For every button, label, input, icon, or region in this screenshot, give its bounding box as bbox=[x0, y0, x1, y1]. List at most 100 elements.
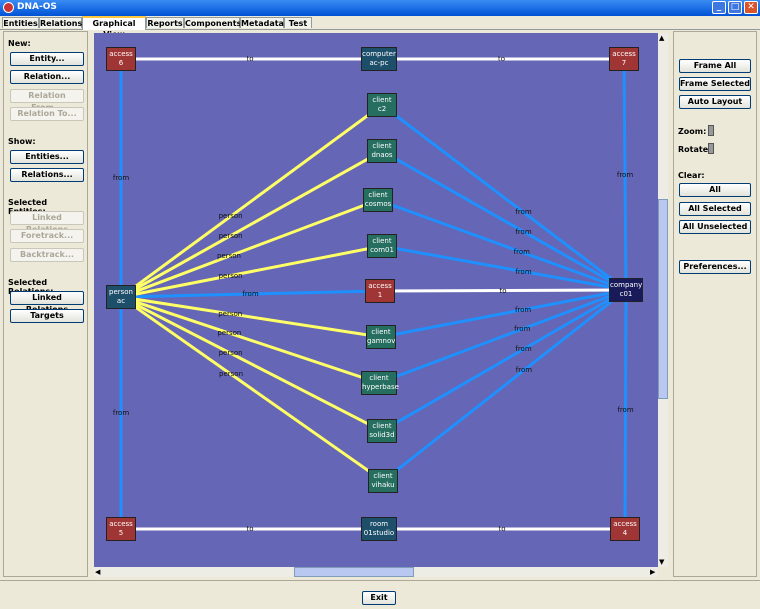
frame-all-button[interactable]: Frame All bbox=[679, 59, 751, 73]
selected-linked-relations-button[interactable]: Linked Relations bbox=[10, 291, 84, 314]
new-relation-button[interactable]: Relation... bbox=[10, 70, 84, 84]
app-icon bbox=[3, 2, 14, 13]
edge-company-access7[interactable] bbox=[622, 57, 628, 292]
frame-selected-button[interactable]: Frame Selected bbox=[679, 77, 751, 91]
edge-label: from bbox=[515, 208, 532, 217]
node-name-label: 4 bbox=[622, 529, 628, 537]
edge-label: to bbox=[498, 525, 506, 533]
minimize-button[interactable]: _ bbox=[712, 1, 726, 14]
clear-all-unselected-button[interactable]: All Unselected bbox=[679, 220, 751, 234]
scroll-left-icon[interactable]: ◀ bbox=[95, 568, 101, 576]
node-name-label: c01 bbox=[619, 290, 633, 298]
foretrack-button[interactable]: Foretrack... bbox=[10, 229, 84, 243]
show-relations-button[interactable]: Relations... bbox=[10, 168, 84, 182]
new-entity-button[interactable]: Entity... bbox=[10, 52, 84, 66]
node-type-label: access bbox=[368, 282, 392, 290]
node-name-label: 5 bbox=[118, 529, 124, 537]
edge-company-gamnov[interactable] bbox=[379, 288, 628, 339]
edge-company-dnaos[interactable] bbox=[380, 149, 628, 292]
edge-person-access1[interactable] bbox=[119, 289, 382, 299]
preferences-button[interactable]: Preferences... bbox=[679, 260, 751, 274]
relation-to-button[interactable]: Relation To... bbox=[10, 107, 84, 121]
tab-graphical-view[interactable]: Graphical View bbox=[82, 16, 146, 39]
node-type-label: client bbox=[372, 237, 392, 245]
tab-metadata[interactable]: Metadata bbox=[240, 17, 284, 28]
edge-person-dnaos[interactable] bbox=[119, 149, 384, 299]
node-name-label: vihaku bbox=[371, 481, 395, 489]
tab-components[interactable]: Components bbox=[184, 17, 242, 28]
show-entities-button[interactable]: Entities... bbox=[10, 150, 84, 164]
backtrack-button[interactable]: Backtrack... bbox=[10, 248, 84, 262]
edge-person-c2[interactable] bbox=[119, 103, 384, 299]
zoom-label: Zoom: bbox=[678, 127, 707, 136]
linked-relations-button[interactable]: Linked Relations bbox=[10, 211, 84, 234]
edge-company-solid3d[interactable] bbox=[380, 288, 628, 433]
edge-company-c2[interactable] bbox=[380, 103, 628, 292]
edge-company-vihaku[interactable] bbox=[381, 288, 628, 483]
node-name-label: hyperbase bbox=[362, 383, 399, 391]
node-type-label: client bbox=[372, 96, 392, 104]
edge-company-com01[interactable] bbox=[380, 244, 628, 292]
title-bar: DNA-OS _ □ ✕ bbox=[0, 0, 760, 16]
edge-label: to bbox=[246, 55, 254, 63]
edge-person-com01[interactable] bbox=[119, 244, 384, 299]
edge-company-hyperbase[interactable] bbox=[377, 288, 628, 385]
edge-company-access4[interactable] bbox=[623, 288, 628, 531]
edge-label: from bbox=[616, 170, 634, 179]
edge-label: person bbox=[218, 212, 243, 221]
vertical-scrollbar[interactable]: ▲ ▼ bbox=[658, 33, 668, 567]
scroll-right-icon[interactable]: ▶ bbox=[650, 568, 656, 576]
horizontal-scroll-thumb[interactable] bbox=[294, 567, 414, 577]
node-name-label: 7 bbox=[621, 59, 627, 67]
horizontal-scrollbar[interactable]: ◀ ▶ bbox=[94, 567, 658, 577]
node-name-label: 6 bbox=[118, 59, 124, 67]
tab-relations[interactable]: Relations bbox=[39, 17, 83, 28]
node-type-label: access bbox=[613, 520, 637, 528]
node-type-label: client bbox=[373, 472, 393, 480]
auto-layout-button[interactable]: Auto Layout bbox=[679, 95, 751, 109]
targets-button[interactable]: Targets bbox=[10, 309, 84, 323]
edge-person-vihaku[interactable] bbox=[119, 295, 385, 483]
edge-person-cosmos[interactable] bbox=[119, 198, 380, 299]
maximize-button[interactable]: □ bbox=[728, 1, 742, 14]
rotate-slider[interactable] bbox=[708, 143, 714, 154]
scroll-down-icon[interactable]: ▼ bbox=[659, 558, 665, 566]
clear-label: Clear: bbox=[678, 171, 705, 180]
tab-reports[interactable]: Reports bbox=[146, 17, 184, 28]
scroll-up-icon[interactable]: ▲ bbox=[659, 34, 665, 42]
right-panel: Frame All Frame Selected Auto Layout Zoo… bbox=[673, 31, 757, 577]
relation-from-button[interactable]: Relation From... bbox=[10, 89, 84, 112]
edge-person-solid3d[interactable] bbox=[119, 295, 384, 433]
zoom-slider[interactable] bbox=[708, 125, 714, 136]
clear-all-button[interactable]: All bbox=[679, 183, 751, 197]
tab-test[interactable]: Test bbox=[284, 17, 312, 28]
clear-all-selected-button[interactable]: All Selected bbox=[679, 202, 751, 216]
edge-access1-company[interactable] bbox=[378, 288, 628, 293]
edge-person-gamnov[interactable] bbox=[119, 295, 383, 339]
vertical-scroll-thumb[interactable] bbox=[658, 199, 668, 399]
edge-company-cosmos[interactable] bbox=[376, 198, 628, 292]
edge-label: from bbox=[515, 366, 533, 375]
close-button[interactable]: ✕ bbox=[744, 1, 758, 14]
edge-person-hyperbase[interactable] bbox=[119, 295, 381, 385]
exit-button[interactable]: Exit bbox=[362, 591, 396, 605]
tab-entities[interactable]: Entities bbox=[2, 17, 39, 28]
